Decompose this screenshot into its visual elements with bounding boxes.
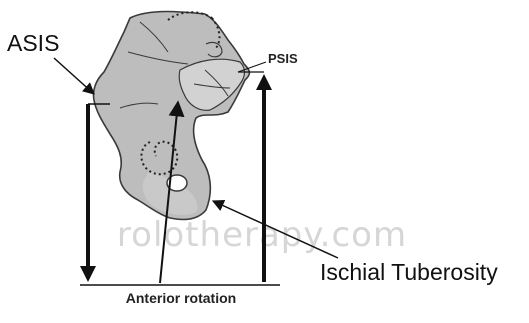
ischial-tuberosity-label: Ischial Tuberosity [320,259,498,285]
anterior-down-arrow [80,104,110,282]
psis-label: PSIS [268,51,298,66]
asis-label: ASIS [7,30,59,56]
asis-pointer [54,58,94,94]
diagram-caption: Anterior rotation [126,290,236,306]
pelvis-bone [93,12,249,220]
